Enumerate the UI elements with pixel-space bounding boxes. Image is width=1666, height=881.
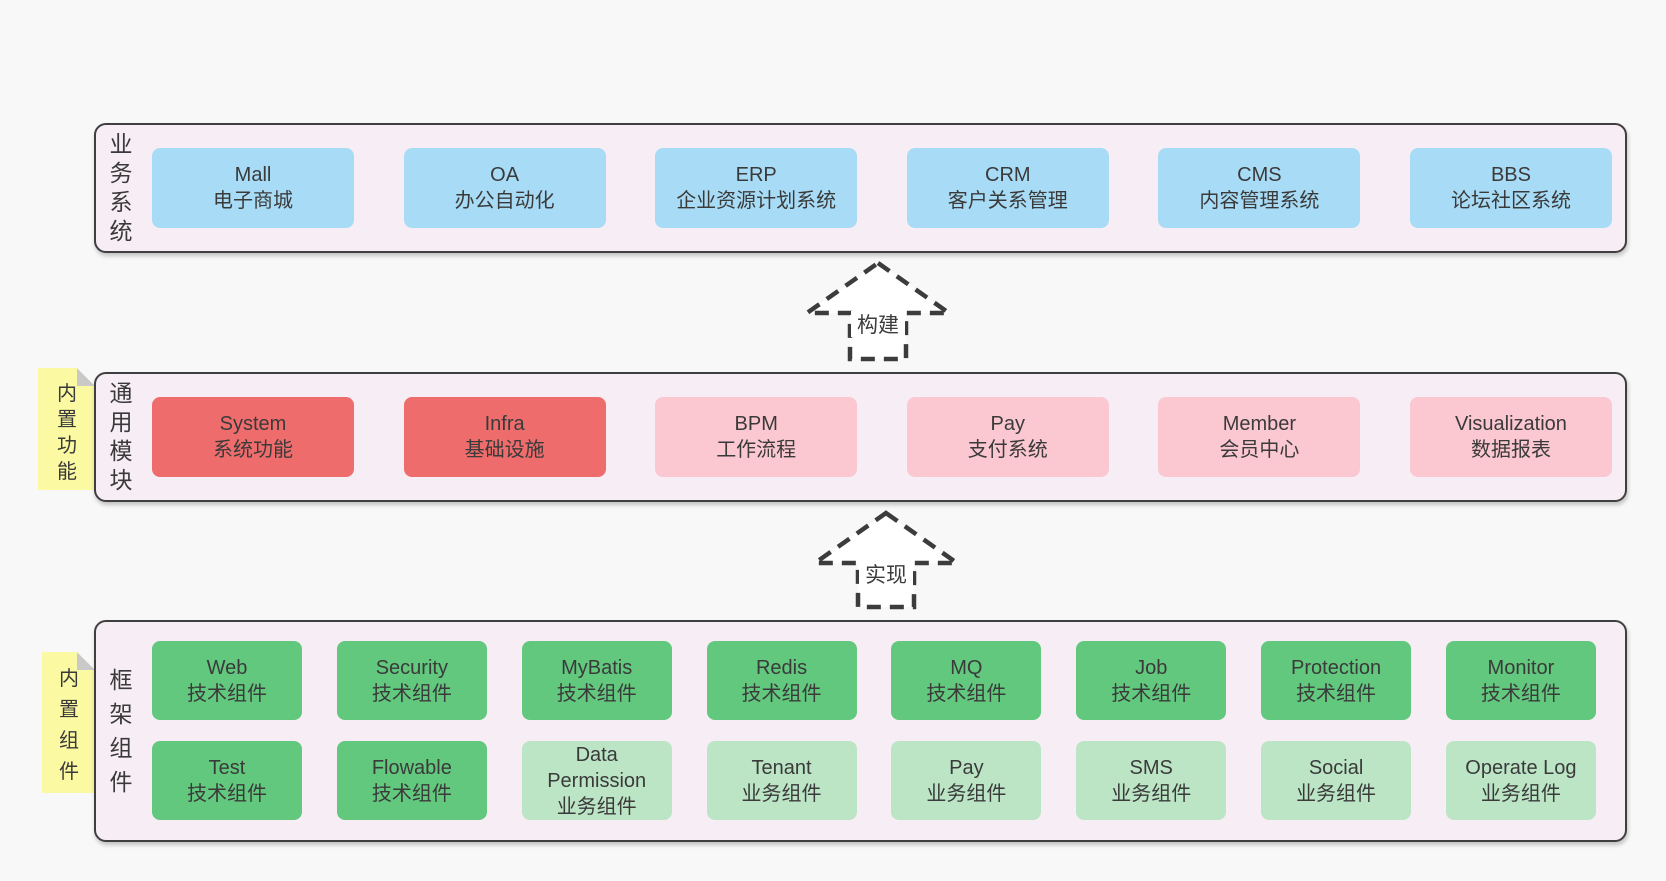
module-row: Mall 电子商城 OA 办公自动化 ERP 企业资源计划系统 CRM 客户关系管理 C…	[152, 148, 1612, 228]
module-box-flowable: Flowable 技术组件	[336, 741, 487, 820]
sticky-tag-built-in-components: 内置组件	[42, 652, 95, 793]
module-box-mall: Mall 电子商城	[152, 148, 354, 228]
module-box-visualization: Visualization 数据报表	[1409, 397, 1612, 477]
layer-framework-components: 框架组件 Web 技术组件 Security 技术组件 MyBatis 技术组件 Re…	[94, 620, 1627, 842]
arrow-build-label: 构建	[857, 314, 899, 337]
module-box-bpm: BPM 工作流程	[655, 397, 858, 477]
module-box-social: Social 业务组件	[1261, 741, 1412, 820]
module-box-web: Web 技术组件	[152, 641, 302, 720]
module-box-redis: Redis 技术组件	[706, 641, 857, 720]
module-box-mybatis: MyBatis 技术组件	[521, 641, 672, 720]
module-box-tenant: Tenant 业务组件	[706, 741, 857, 820]
arrow-outline	[810, 510, 962, 610]
arrow-label-backdrop	[851, 311, 905, 337]
module-row: Web 技术组件 Security 技术组件 MyBatis 技术组件 Redis 技…	[152, 641, 1596, 720]
module-box-sms: SMS 业务组件	[1076, 741, 1227, 820]
module-box-monitor: Monitor 技术组件	[1445, 641, 1596, 720]
layer-common-modules: 通用模块 System 系统功能 Infra 基础设施 BPM 工作流程 Pay 支付…	[94, 372, 1627, 502]
module-box-oa: OA 办公自动化	[403, 148, 606, 228]
layer-business-systems-boxes: Mall 电子商城 OA 办公自动化 ERP 企业资源计划系统 CRM 客户关系管理 C…	[152, 125, 1612, 251]
layer-business-systems: 业务系统 Mall 电子商城 OA 办公自动化 ERP 企业资源计划系统 CRM 客户…	[94, 123, 1627, 253]
layer-common-modules-label: 通用模块	[109, 380, 133, 493]
module-box-system: System 系统功能	[152, 397, 354, 477]
module-row: Test 技术组件 Flowable 技术组件 Data Permission 业务…	[152, 741, 1596, 820]
module-box-crm: CRM 客户关系管理	[906, 148, 1109, 228]
module-box-pay: Pay 支付系统	[906, 397, 1109, 477]
layer-business-systems-label: 业务系统	[109, 131, 133, 244]
layer-common-modules-boxes: System 系统功能 Infra 基础设施 BPM 工作流程 Pay 支付系统 Mem…	[152, 374, 1612, 500]
module-box-infra: Infra 基础设施	[403, 397, 606, 477]
arrow-label-backdrop	[859, 561, 913, 587]
module-box-member: Member 会员中心	[1158, 397, 1361, 477]
arrow-up-build-icon: 构建	[802, 260, 954, 362]
module-box-cms: CMS 内容管理系统	[1158, 148, 1361, 228]
sticky-tag-built-in-features: 内置功能	[38, 368, 95, 490]
layer-framework-components-boxes: Web 技术组件 Security 技术组件 MyBatis 技术组件 Redis 技…	[152, 641, 1596, 820]
module-box-test: Test 技术组件	[152, 741, 302, 820]
module-box-data-permission: Data Permission 业务组件	[521, 741, 672, 820]
module-box-pay: Pay 业务组件	[891, 741, 1042, 820]
module-box-security: Security 技术组件	[336, 641, 487, 720]
arrow-up-implement-icon: 实现	[810, 510, 962, 610]
module-box-erp: ERP 企业资源计划系统	[655, 148, 858, 228]
module-row: System 系统功能 Infra 基础设施 BPM 工作流程 Pay 支付系统 Mem…	[152, 397, 1612, 477]
arrow-implement-label: 实现	[865, 564, 907, 587]
module-box-mq: MQ 技术组件	[891, 641, 1042, 720]
module-box-job: Job 技术组件	[1076, 641, 1227, 720]
module-box-operate-log: Operate Log 业务组件	[1445, 741, 1596, 820]
module-box-bbs: BBS 论坛社区系统	[1409, 148, 1612, 228]
module-box-protection: Protection 技术组件	[1261, 641, 1412, 720]
layer-framework-components-label: 框架组件	[109, 667, 133, 795]
